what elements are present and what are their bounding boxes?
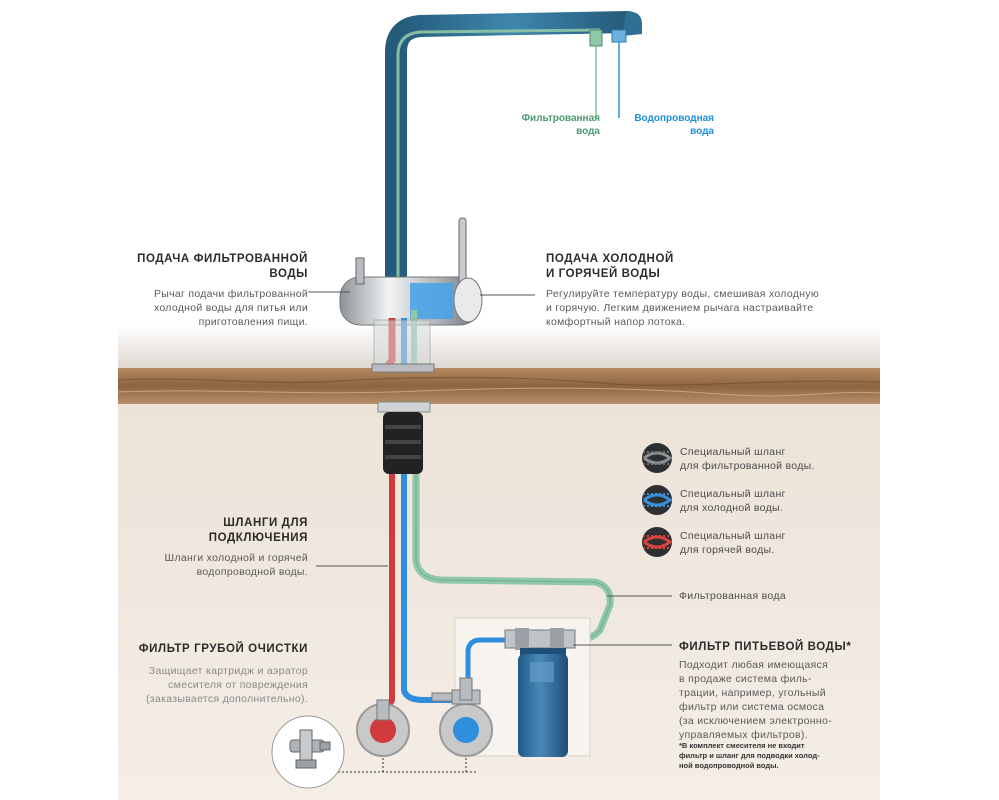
callout-filtered-supply-desc-2: холодной воды для питья или	[153, 302, 308, 314]
footnote-line1: *В комплект смесителя не входит	[679, 741, 805, 750]
spout-label-tap-line2: вода	[690, 126, 714, 137]
callout-filtered-supply: ПОДАЧА ФИЛЬТРОВАННОЙ ВОДЫ Рычаг подачи ф…	[110, 252, 308, 329]
callout-hoses-title-2: ПОДКЛЮЧЕНИЯ	[208, 532, 308, 544]
legend-item-filtered-line2: для фильтрованной воды.	[680, 460, 815, 472]
callout-mixer-supply-desc-2: и горячую. Легким движением рычага настр…	[546, 302, 814, 314]
callout-drinking-filter-title: ФИЛЬТР ПИТЬЕВОЙ ВОДЫ*	[679, 641, 852, 653]
spout-label-filtered: Фильтрованная вода	[490, 112, 600, 138]
spout-label-tap-line1: Водопроводная	[634, 113, 714, 124]
callout-coarse-filter-desc-2: смесителя от повреждения	[168, 679, 308, 691]
legend-item-hot-line1: Специальный шланг	[680, 530, 786, 542]
callout-filtered-supply-desc-3: приготовления пищи.	[198, 316, 308, 328]
callout-mixer-supply-desc-1: Регулируйте температуру воды, смешивая х…	[546, 288, 820, 300]
countertop-edge	[118, 368, 880, 404]
countertop-surface	[118, 325, 880, 370]
callout-coarse-filter-desc-1: Защищает картридж и аэратор	[148, 665, 308, 677]
cold-water-hose	[401, 474, 452, 703]
callout-filtered-supply-title-2: ВОДЫ	[269, 268, 308, 280]
callout-hoses-desc-1: Шланги холодной и горячей	[164, 552, 308, 564]
callout-filtered-supply-desc-1: Рычаг подачи фильтрованной	[153, 288, 308, 300]
callout-drinking-filter-desc-4: фильтр или система осмоса	[679, 701, 825, 713]
legend-item-cold-line1: Специальный шланг	[680, 488, 786, 500]
callout-drinking-filter-desc-3: трации, например, угольный	[679, 687, 826, 699]
legend-swatch-cold	[642, 485, 673, 515]
callout-drinking-filter-desc-1: Подходит любая имеющаяся	[679, 659, 829, 671]
legend-item-hot-line2: для горячей воды.	[680, 544, 775, 556]
legend-item-cold: Специальный шланг для холодной воды.	[680, 487, 786, 515]
callout-drinking-filter-desc-6: управляемых фильтров).	[679, 729, 808, 741]
callout-mixer-supply-desc-3: комфортный напор потока.	[546, 316, 686, 328]
callout-hoses-title-1: ШЛАНГИ ДЛЯ	[223, 517, 308, 529]
callout-filtered-supply-title-1: ПОДАЧА ФИЛЬТРОВАННОЙ	[137, 253, 308, 265]
filtered-water-label: Фильтрованная вода	[679, 590, 786, 602]
callout-coarse-filter-desc-3: (заказывается дополнительно).	[146, 693, 308, 705]
callout-drinking-filter-desc-2: в продаже система филь-	[679, 673, 812, 685]
legend-item-cold-line2: для холодной воды.	[680, 502, 784, 514]
callout-drinking-filter: ФИЛЬТР ПИТЬЕВОЙ ВОДЫ* Подходит любая име…	[679, 640, 879, 742]
filtered-water-lever	[355, 257, 365, 285]
callout-coarse-filter: ФИЛЬТР ГРУБОЙ ОЧИСТКИ Защищает картридж …	[110, 642, 308, 706]
spout-label-filtered-line2: вода	[576, 126, 600, 137]
legend-item-filtered: Специальный шланг для фильтрованной воды…	[680, 445, 815, 473]
legend-swatch-hot	[642, 527, 673, 557]
footnote-line3: ной водопроводной воды.	[679, 761, 779, 770]
footnote: *В комплект смесителя не входит фильтр и…	[679, 741, 859, 771]
callout-drinking-filter-desc-5: (за исключением электронно-	[679, 715, 832, 727]
legend-item-hot: Специальный шланг для горячей воды.	[680, 529, 786, 557]
callout-hoses: ШЛАНГИ ДЛЯ ПОДКЛЮЧЕНИЯ Шланги холодной и…	[130, 516, 308, 579]
callout-mixer-supply: ПОДАЧА ХОЛОДНОЙ И ГОРЯЧЕЙ ВОДЫ Регулируй…	[546, 252, 876, 329]
faucet-spout	[385, 11, 639, 311]
legend-item-filtered-line1: Специальный шланг	[680, 446, 786, 458]
callout-mixer-supply-title-2: И ГОРЯЧЕЙ ВОДЫ	[546, 268, 661, 280]
mixer-lever	[458, 217, 467, 284]
footnote-line2: фильтр и шланг для подводки холод-	[679, 751, 820, 760]
callout-mixer-supply-title-1: ПОДАЧА ХОЛОДНОЙ	[546, 253, 674, 265]
callout-coarse-filter-title: ФИЛЬТР ГРУБОЙ ОЧИСТКИ	[138, 643, 308, 655]
spout-label-tap: Водопроводная вода	[610, 112, 714, 138]
legend-swatch-filtered	[642, 443, 673, 473]
callout-hoses-desc-2: водопроводной воды.	[196, 566, 308, 578]
spout-label-filtered-line1: Фильтрованная	[521, 113, 600, 124]
